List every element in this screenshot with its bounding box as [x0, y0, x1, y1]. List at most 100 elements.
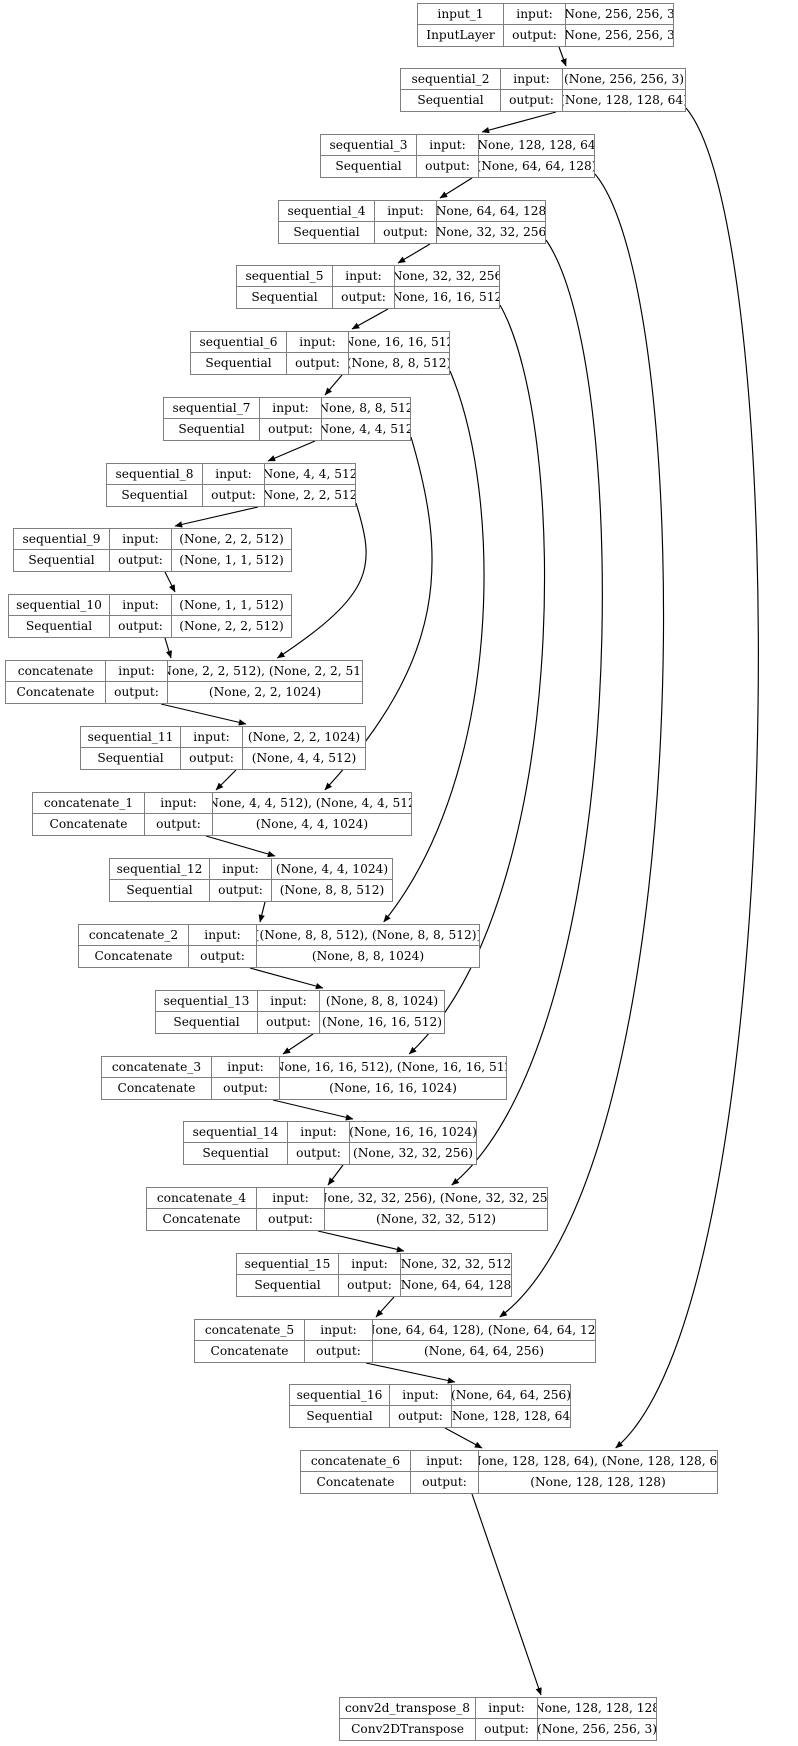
- node-type-sequential_14: Sequential: [184, 1143, 288, 1164]
- node-input-label: input:: [181, 727, 243, 748]
- node-name-concatenate_5: concatenate_5: [195, 1320, 305, 1341]
- node-input-shape-concatenate_1: [(None, 4, 4, 512), (None, 4, 4, 512)]: [213, 793, 411, 814]
- node-output-shape-concatenate_4: (None, 32, 32, 512): [375, 1212, 497, 1227]
- node-output-shape-concatenate_1: (None, 4, 4, 1024): [255, 817, 369, 832]
- node-input-shape-sequential_14: (None, 16, 16, 1024): [350, 1122, 476, 1143]
- node-output-label: output:: [375, 222, 437, 243]
- node-output-shape-sequential_5: (None, 16, 16, 512): [395, 290, 499, 305]
- node-output-shape-sequential_13: (None, 16, 16, 512): [321, 1015, 443, 1030]
- node-input-shape-sequential_9: (None, 2, 2, 512): [172, 529, 291, 550]
- node-name-sequential_16: sequential_16: [290, 1385, 390, 1406]
- node-input-shape-concatenate_3: [(None, 16, 16, 512), (None, 16, 16, 512…: [280, 1057, 506, 1078]
- node-type-concatenate_2: Concatenate: [79, 946, 189, 967]
- node-input-label: input:: [305, 1320, 373, 1341]
- node-type-sequential_16: Sequential: [290, 1406, 390, 1427]
- node-type-input_1: InputLayer: [418, 25, 504, 46]
- node-output-label: output:: [189, 946, 257, 967]
- node-input-label: input:: [333, 266, 395, 287]
- node-type-concatenate_1: Concatenate: [33, 814, 145, 835]
- node-output-label: output:: [258, 1012, 320, 1033]
- node-output-label: output:: [411, 1472, 479, 1493]
- node-input-label: input:: [476, 1698, 538, 1719]
- node-input-shape-sequential_2: (None, 256, 256, 3): [563, 69, 685, 90]
- node-input-shape-sequential_10: (None, 1, 1, 512): [172, 595, 291, 616]
- node-output-label: output:: [212, 1078, 280, 1099]
- node-name-sequential_11: sequential_11: [81, 727, 181, 748]
- node-name-sequential_6: sequential_6: [191, 332, 287, 353]
- node-output-label: output:: [501, 90, 563, 111]
- node-name-concatenate_3: concatenate_3: [102, 1057, 212, 1078]
- node-name-sequential_12: sequential_12: [110, 859, 210, 880]
- node-input-shape-concatenate: [(None, 2, 2, 512), (None, 2, 2, 512)]: [168, 661, 362, 682]
- node-output-shape-sequential_11: (None, 4, 4, 512): [251, 751, 357, 766]
- node-input-shape-concatenate_4: [(None, 32, 32, 256), (None, 32, 32, 256…: [325, 1188, 547, 1209]
- node-name-sequential_7: sequential_7: [164, 398, 260, 419]
- node-output-label: output:: [210, 880, 272, 901]
- node-output-label: output:: [287, 353, 349, 374]
- node-type-sequential_9: Sequential: [14, 550, 110, 571]
- node-input-label: input:: [258, 991, 320, 1012]
- node-input-label: input:: [417, 135, 479, 156]
- node-input-label: input:: [287, 332, 349, 353]
- node-name-sequential_14: sequential_14: [184, 1122, 288, 1143]
- node-output-shape-sequential_4: (None, 32, 32, 256): [437, 225, 545, 240]
- node-input-label: input:: [210, 859, 272, 880]
- node-output-shape-sequential_8: (None, 2, 2, 512): [265, 488, 355, 503]
- node-name-concatenate: concatenate: [6, 661, 106, 682]
- node-type-sequential_4: Sequential: [279, 222, 375, 243]
- node-input-shape-sequential_16: (None, 64, 64, 256): [452, 1385, 570, 1406]
- node-name-conv2d_transpose_8: conv2d_transpose_8: [340, 1698, 476, 1719]
- node-type-concatenate_6: Concatenate: [301, 1472, 411, 1493]
- node-input-label: input:: [411, 1451, 479, 1472]
- node-name-sequential_2: sequential_2: [401, 69, 501, 90]
- node-output-shape-sequential_3: (None, 64, 64, 128): [479, 159, 594, 174]
- node-type-sequential_2: Sequential: [401, 90, 501, 111]
- node-type-sequential_7: Sequential: [164, 419, 260, 440]
- node-type-sequential_8: Sequential: [107, 485, 203, 506]
- node-type-sequential_13: Sequential: [156, 1012, 258, 1033]
- node-type-sequential_3: Sequential: [321, 156, 417, 177]
- node-output-shape-sequential_9: (None, 1, 1, 512): [179, 553, 284, 568]
- node-output-shape-sequential_7: (None, 4, 4, 512): [322, 422, 410, 437]
- node-output-shape-input_1: [(None, 256, 256, 3)]: [566, 28, 673, 43]
- node-input-label: input:: [203, 464, 265, 485]
- node-output-label: output:: [305, 1341, 373, 1362]
- node-type-sequential_10: Sequential: [9, 616, 110, 637]
- node-output-shape-concatenate_6: (None, 128, 128, 128): [530, 1475, 666, 1490]
- node-type-conv2d_transpose_8: Conv2DTranspose: [340, 1719, 476, 1740]
- node-output-label: output:: [333, 287, 395, 308]
- node-output-shape-concatenate: (None, 2, 2, 1024): [208, 685, 322, 700]
- node-name-sequential_15: sequential_15: [237, 1254, 339, 1275]
- node-output-shape-conv2d_transpose_8: (None, 256, 256, 3): [538, 1722, 656, 1737]
- node-input-shape-concatenate_6: [(None, 128, 128, 64), (None, 128, 128, …: [479, 1451, 717, 1472]
- node-name-concatenate_6: concatenate_6: [301, 1451, 411, 1472]
- node-input-label: input:: [504, 4, 566, 25]
- node-input-shape-sequential_6: (None, 16, 16, 512): [349, 332, 449, 353]
- node-input-label: input:: [501, 69, 563, 90]
- node-input-label: input:: [106, 661, 168, 682]
- node-input-shape-sequential_12: (None, 4, 4, 1024): [272, 859, 392, 880]
- node-type-concatenate: Concatenate: [6, 682, 106, 703]
- node-name-sequential_13: sequential_13: [156, 991, 258, 1012]
- node-input-label: input:: [145, 793, 213, 814]
- node-type-concatenate_4: Concatenate: [147, 1209, 257, 1230]
- node-type-concatenate_5: Concatenate: [195, 1341, 305, 1362]
- node-input-label: input:: [110, 529, 172, 550]
- node-input-label: input:: [390, 1385, 452, 1406]
- node-output-shape-sequential_14: (None, 32, 32, 256): [352, 1146, 474, 1161]
